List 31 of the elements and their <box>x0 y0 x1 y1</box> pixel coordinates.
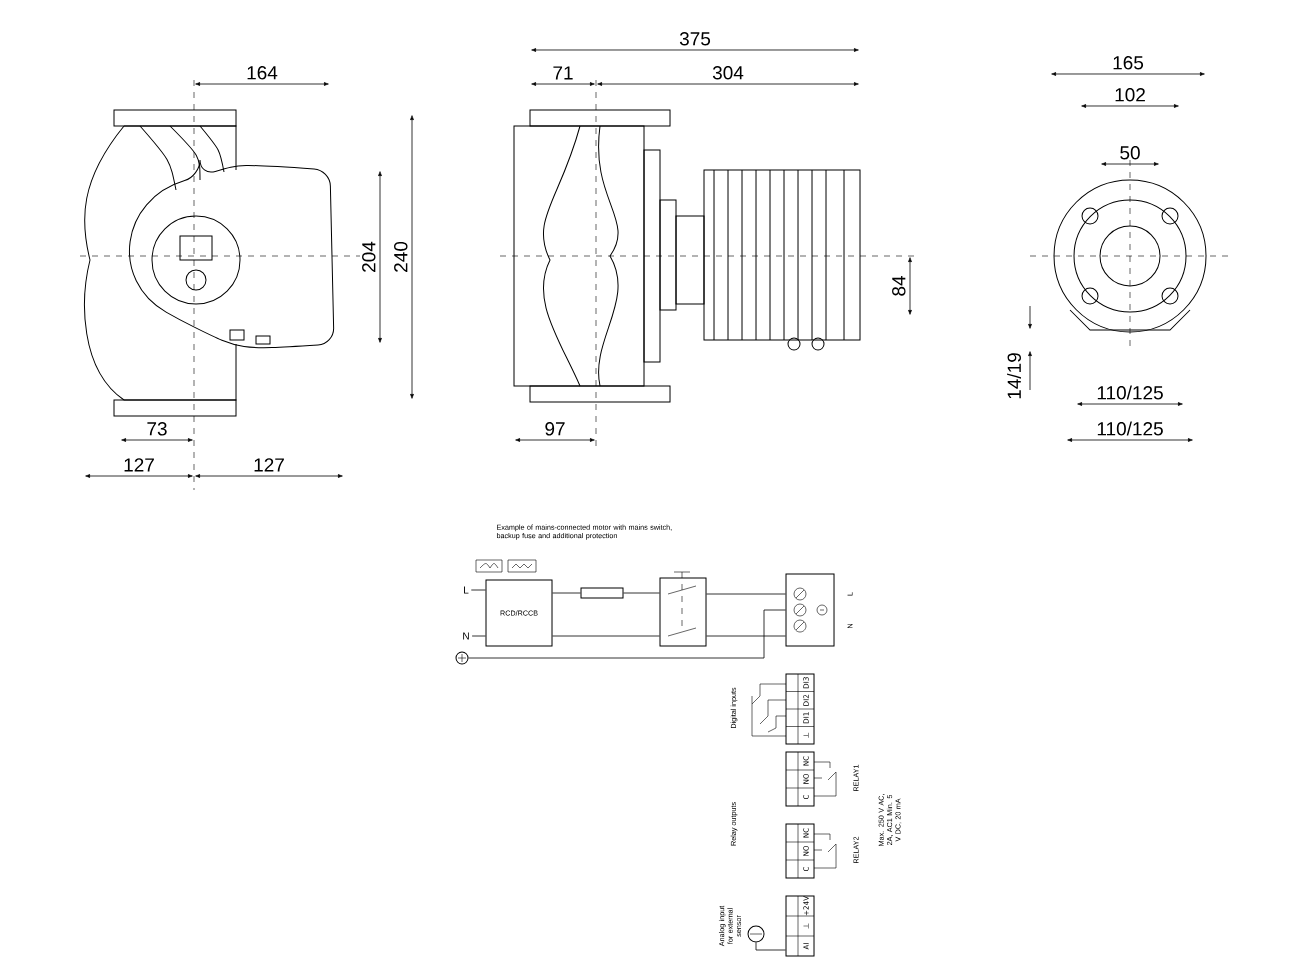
dimension-value: 71 <box>553 66 573 80</box>
switch-box <box>659 577 707 647</box>
dimension-value: 102 <box>1115 88 1145 102</box>
dimension-value: 204 <box>362 241 376 272</box>
earth-symbol <box>455 651 469 665</box>
wire <box>623 592 660 594</box>
dimension-value: 110/125 <box>1097 421 1163 436</box>
wire <box>706 593 786 595</box>
dimension-value: 14/19 <box>1007 353 1021 399</box>
sensor-symbol <box>747 925 765 943</box>
dimension-value: 165 <box>1113 56 1144 70</box>
fuse-symbol <box>580 587 624 599</box>
dimension-value: 127 <box>124 458 154 472</box>
dimension-value: 304 <box>712 66 744 80</box>
dimension-value: 97 <box>545 422 565 436</box>
wire <box>755 942 786 951</box>
dimension-value: 73 <box>147 422 167 436</box>
dimension-value: 240 <box>394 241 408 272</box>
wire <box>552 635 660 637</box>
dimension-value: 127 <box>254 458 284 472</box>
wire <box>471 635 486 637</box>
wire <box>706 635 786 637</box>
wire <box>468 609 786 659</box>
dimension-value: 50 <box>1120 146 1140 160</box>
wire <box>470 589 486 591</box>
dimension-value: 110/125 <box>1097 385 1163 400</box>
dimension-value: 164 <box>247 66 278 80</box>
terminal-block <box>785 573 835 647</box>
dimension-value: 375 <box>679 32 711 46</box>
dimension-value: 84 <box>892 276 906 296</box>
wire <box>552 592 581 594</box>
